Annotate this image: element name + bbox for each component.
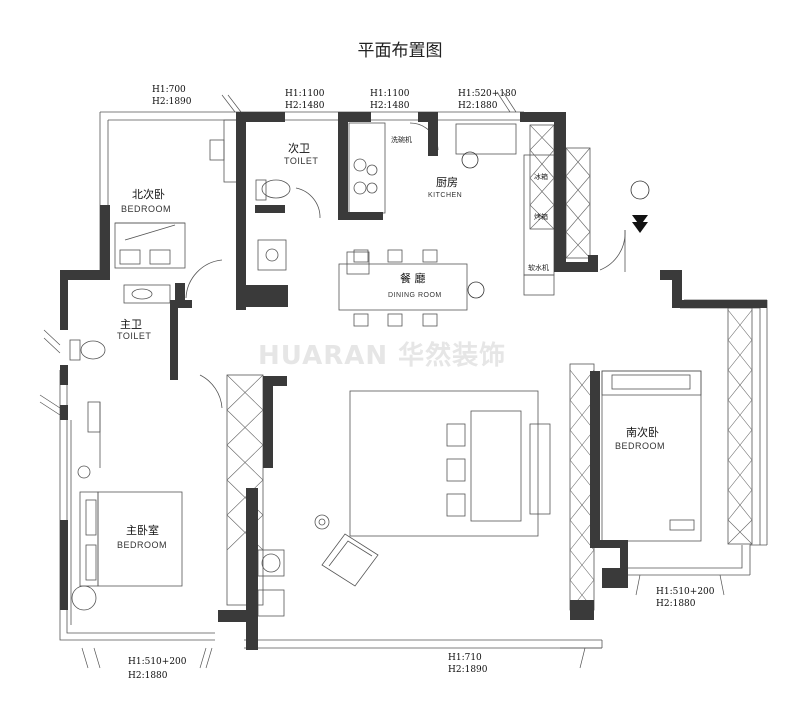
- window-dim-h2: H2:1890: [448, 665, 488, 675]
- person-icon: [467, 281, 485, 299]
- window-dim-h1: H1:510+200: [128, 657, 187, 667]
- entrance-arrow-icon: [632, 215, 648, 226]
- room-sub-master-bedroom: BEDROOM: [117, 540, 167, 550]
- room-label-kitchen: 厨房: [436, 176, 458, 189]
- room-sub-second-bath: TOILET: [284, 156, 318, 166]
- window-dim-h1: H1:700: [152, 85, 186, 95]
- room-sub-master-bath: TOILET: [117, 331, 151, 341]
- room-sub-south-bedroom: BEDROOM: [615, 441, 665, 451]
- room-label-dining: 餐 廳: [400, 271, 426, 285]
- window-dim-h1: H1:1100: [285, 89, 325, 99]
- room-sub-dining: DINING ROOM: [388, 292, 442, 299]
- room-label-north-bedroom: 北次卧: [132, 187, 165, 201]
- watermark: HUARAN 华然装饰: [258, 340, 506, 371]
- room-sub-north-bedroom: BEDROOM: [121, 204, 171, 214]
- window-dim-h2: H2:1880: [656, 599, 696, 609]
- room-label-master-bedroom: 主卧室: [126, 523, 159, 537]
- appliance-fridge: 冰箱: [534, 172, 548, 181]
- appliance-purifier: 软水机: [528, 263, 549, 272]
- appliance-oven: 烤箱: [534, 212, 548, 221]
- room-sub-kitchen: KITCHEN: [428, 192, 462, 199]
- window-dim-h1: H1:510+200: [656, 587, 715, 597]
- room-label-master-bath: 主卫: [120, 318, 142, 331]
- appliance-washer: 洗碗机: [391, 135, 412, 144]
- person-icon: [630, 180, 650, 200]
- window-dim-h1: H1:520+180: [458, 89, 517, 99]
- window-dim-h2: H2:1880: [458, 101, 498, 111]
- window-dim-h2: H2:1480: [285, 101, 325, 111]
- window-dim-h1: H1:1100: [370, 89, 410, 99]
- window-dim-h1: H1:710: [448, 653, 482, 663]
- page-title: 平面布置图: [357, 41, 443, 61]
- room-label-second-bath: 次卫: [288, 141, 310, 155]
- window-dim-h2: H2:1890: [152, 97, 192, 107]
- window-dim-h2: H2:1880: [128, 671, 168, 681]
- room-label-south-bedroom: 南次卧: [626, 425, 659, 439]
- window-dim-h2: H2:1480: [370, 101, 410, 111]
- person-icon: [461, 151, 479, 169]
